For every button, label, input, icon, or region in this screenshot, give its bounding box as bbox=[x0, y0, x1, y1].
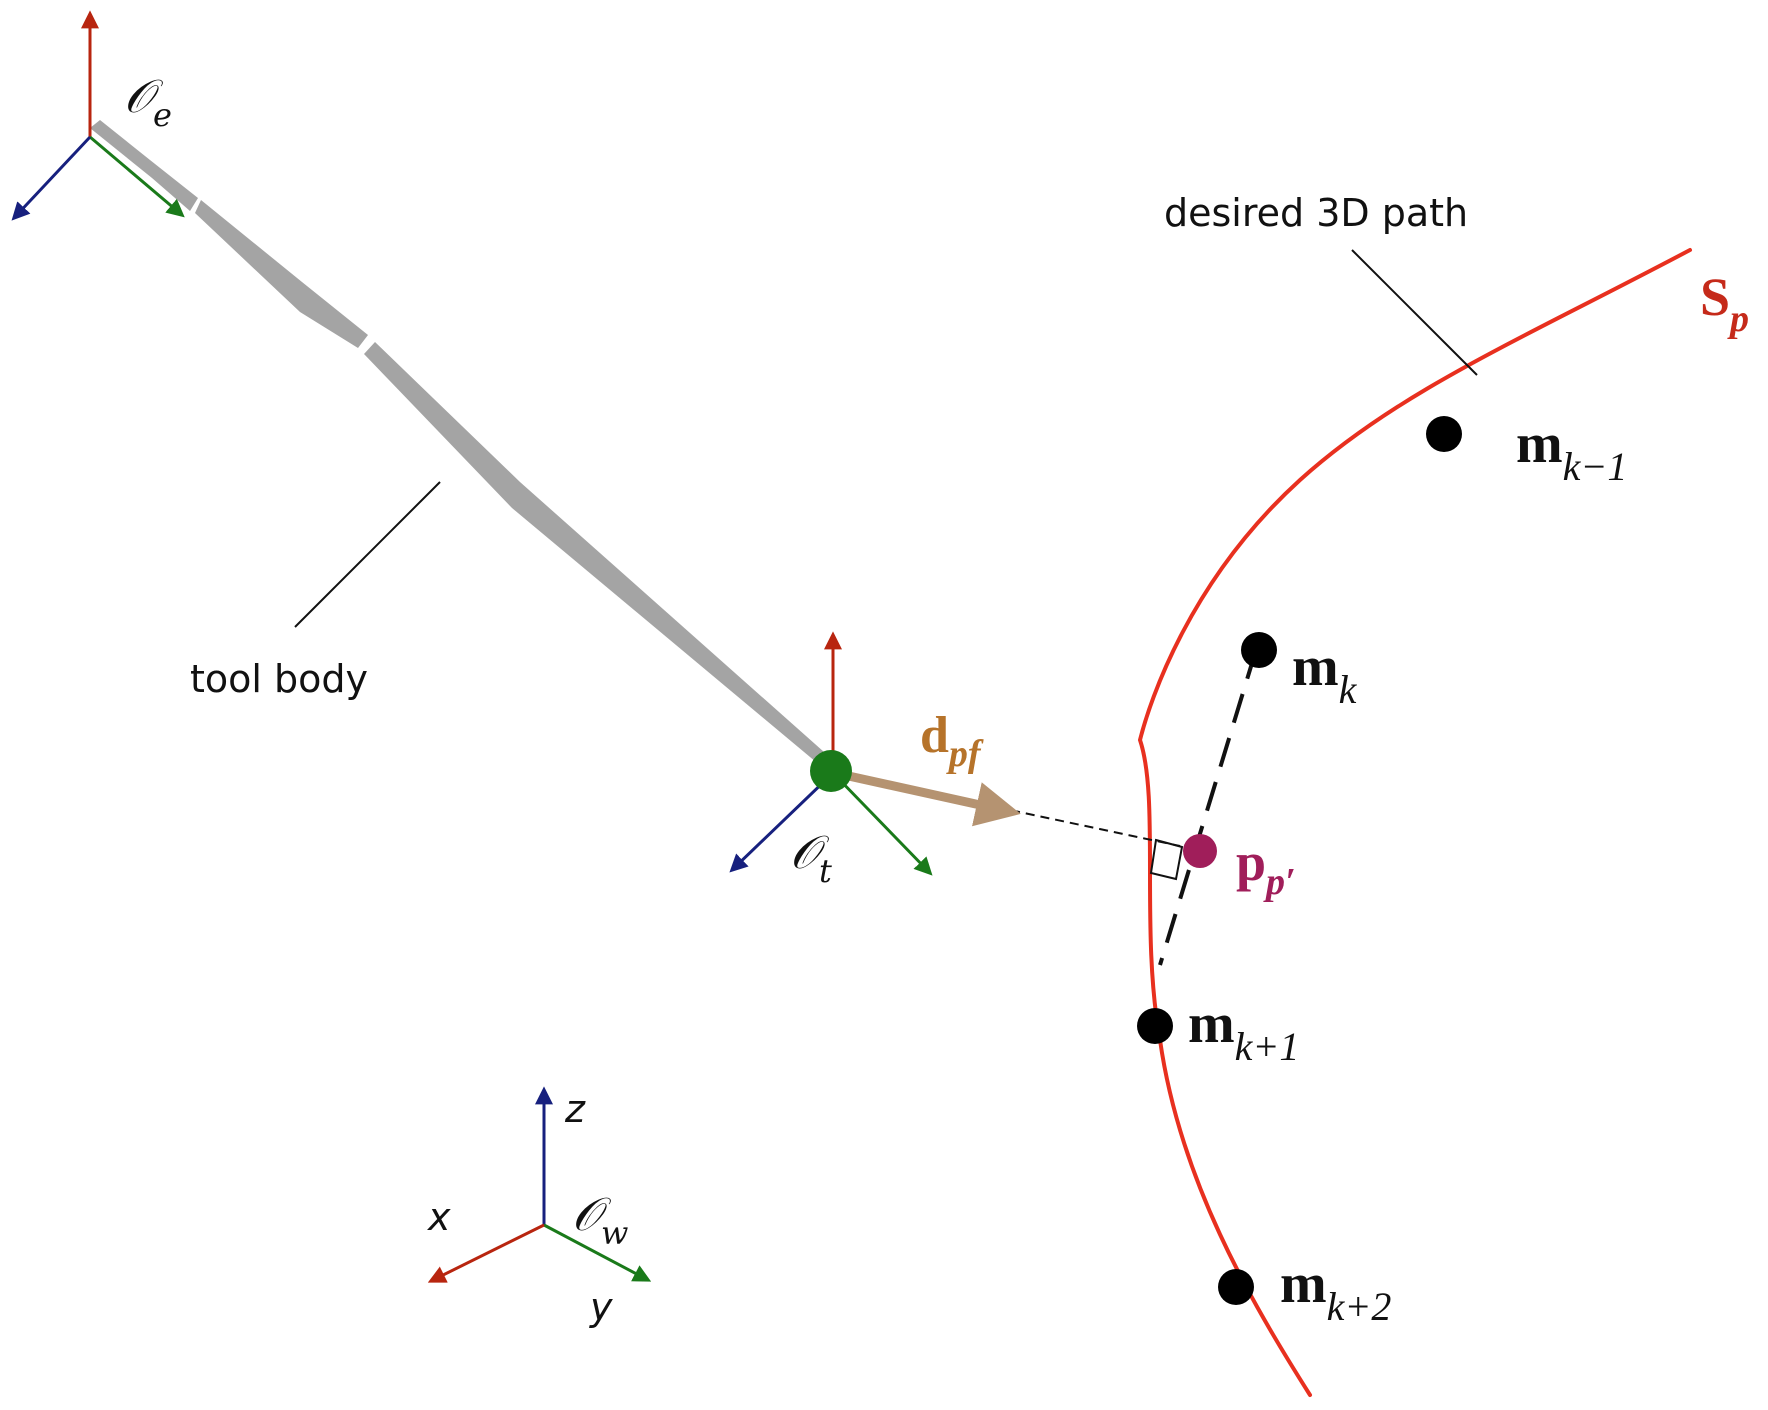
marker-dot bbox=[1218, 1269, 1254, 1305]
world-z-label: z bbox=[564, 1087, 586, 1131]
end-effector-y-axis bbox=[89, 135, 185, 218]
tool-tip-frame-label: 𝒪t bbox=[790, 825, 832, 890]
tool-segment-lower bbox=[364, 342, 824, 762]
segment-chord bbox=[1158, 649, 1258, 966]
marker-dot bbox=[1241, 632, 1277, 668]
path-caption: desired 3D path bbox=[1164, 191, 1468, 235]
marker-label: mk bbox=[1292, 636, 1358, 712]
marker-label: mk−1 bbox=[1516, 413, 1627, 489]
tool-tip-y-axis bbox=[831, 771, 933, 876]
tool-tip-frame: 𝒪t bbox=[729, 631, 933, 890]
right-angle-marker bbox=[1149, 838, 1184, 881]
marker-dot bbox=[1426, 416, 1462, 452]
projection-label: pp′ bbox=[1236, 832, 1296, 903]
world-x-axis bbox=[427, 1223, 545, 1283]
desired-path-curve bbox=[1137, 248, 1692, 1397]
world-y-label: y bbox=[589, 1285, 613, 1329]
marker-m-k: mk bbox=[1241, 632, 1358, 712]
end-effector-frame: 𝒪e bbox=[11, 10, 185, 221]
world-x-label: x bbox=[427, 1195, 451, 1239]
end-effector-x-axis bbox=[11, 135, 92, 221]
path-caption-leader bbox=[1351, 249, 1478, 376]
tool-caption-leader bbox=[294, 481, 441, 628]
tool-caption: tool body bbox=[190, 657, 368, 701]
marker-m-k-plus-2: mk+2 bbox=[1218, 1253, 1391, 1329]
marker-label: mk+1 bbox=[1188, 993, 1299, 1069]
marker-label: mk+2 bbox=[1280, 1253, 1391, 1329]
world-frame: z y x 𝒪w bbox=[427, 1086, 652, 1329]
perpendicular-line bbox=[834, 772, 1181, 847]
marker-m-k-minus-1: mk−1 bbox=[1426, 413, 1627, 489]
tool-segment-upper bbox=[90, 120, 198, 211]
end-effector-frame-label: 𝒪e bbox=[124, 69, 172, 134]
direction-label: dpf bbox=[920, 707, 984, 775]
tool-tip-point bbox=[810, 750, 852, 792]
tool-segment-middle bbox=[195, 200, 368, 348]
marker-m-k-plus-1: mk+1 bbox=[1137, 993, 1299, 1069]
tool-tip-x-axis bbox=[729, 771, 835, 873]
projection-point bbox=[1183, 834, 1217, 868]
world-y-axis bbox=[543, 1223, 652, 1282]
world-frame-label: 𝒪w bbox=[572, 1187, 628, 1252]
marker-dot bbox=[1137, 1008, 1173, 1044]
tool-body bbox=[90, 120, 824, 762]
path-label: Sp bbox=[1700, 267, 1749, 340]
direction-vector bbox=[834, 768, 1021, 827]
